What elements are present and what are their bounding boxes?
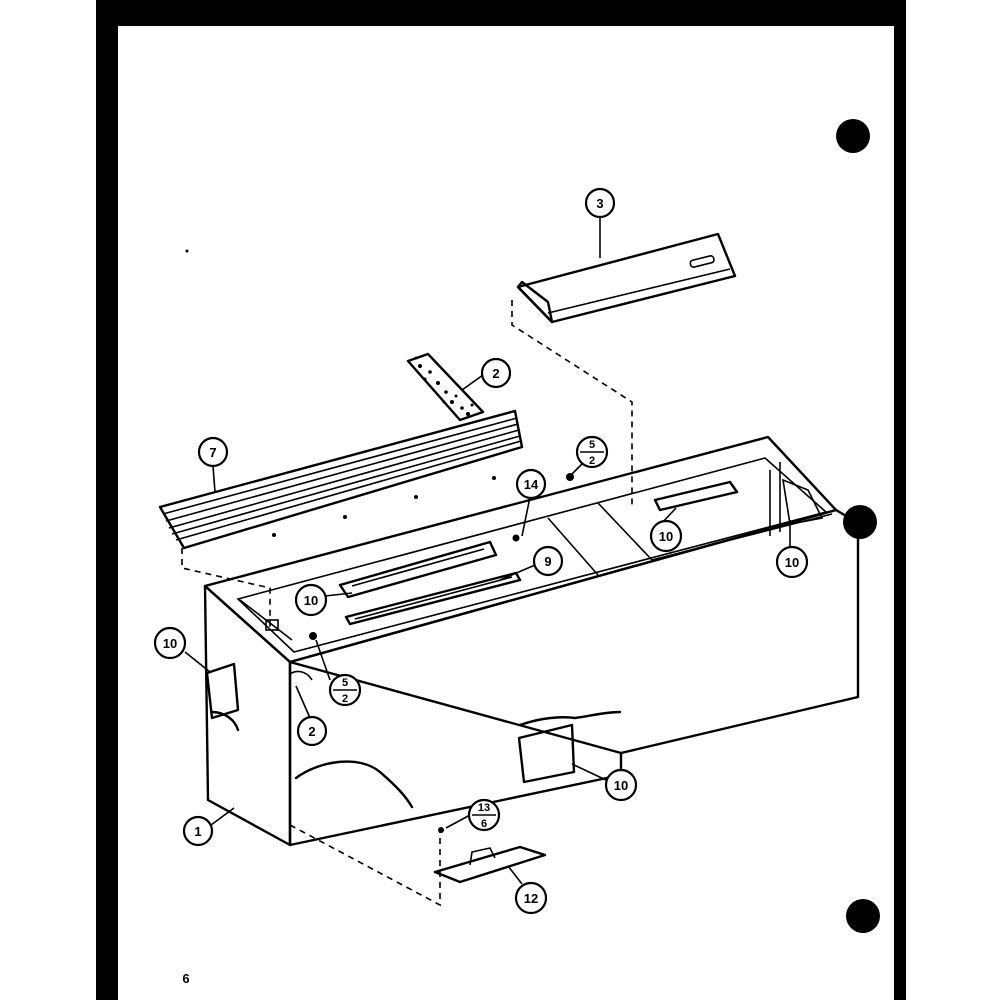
leader-lines (184, 216, 791, 885)
callout-2-left: 2 (296, 715, 328, 747)
callout-fraction-left: 5 2 (328, 673, 362, 707)
part-3-cover-panel (516, 232, 737, 324)
callout-10-bottom-label: 10 (614, 778, 628, 793)
fraction-left-den: 2 (342, 693, 348, 705)
screw-left (309, 632, 317, 640)
screw-14 (512, 534, 520, 542)
callout-1: 1 (182, 815, 214, 847)
scan-speck (185, 249, 189, 253)
callout-10-center: 10 (294, 583, 328, 617)
callout-10-left: 10 (153, 626, 187, 660)
fraction-left-num: 5 (342, 677, 348, 689)
callout-12: 12 (514, 881, 548, 915)
callout-14-label: 14 (524, 477, 539, 492)
callout-3-label: 3 (596, 196, 603, 211)
leader-part-12 (289, 824, 441, 907)
callout-2-top: 2 (480, 357, 512, 389)
fraction-top-den: 2 (589, 455, 595, 467)
callout-10-mid-label: 10 (659, 529, 673, 544)
callout-2-left-label: 2 (308, 724, 315, 739)
callout-10-mid: 10 (649, 519, 683, 553)
part-2-foam-strip (406, 352, 485, 422)
callout-12-label: 12 (524, 891, 538, 906)
callout-fraction-bottom: 13 6 (467, 798, 501, 832)
binder-hole-bottom (846, 899, 880, 933)
callout-9-label: 9 (544, 554, 551, 569)
screw-bottom (438, 827, 444, 833)
callout-1-label: 1 (194, 824, 201, 839)
fraction-top-num: 5 (589, 439, 595, 451)
callout-3: 3 (584, 187, 616, 219)
right-scan-border (894, 0, 906, 1000)
top-scan-border (96, 0, 904, 26)
callout-10-left-label: 10 (163, 636, 177, 651)
leader-part-3 (511, 300, 633, 505)
fraction-bottom-den: 6 (481, 818, 487, 830)
callout-2-top-label: 2 (492, 366, 499, 381)
callout-10-bottom: 10 (604, 768, 638, 802)
part-10-filter-front (517, 723, 576, 784)
callout-7-label: 7 (209, 445, 216, 460)
callout-9: 9 (532, 545, 564, 577)
part-12-bracket (433, 845, 547, 884)
part-9-strip (344, 571, 522, 626)
binder-hole-top (836, 119, 870, 153)
binder-hole-middle (843, 505, 877, 539)
callout-10-right: 10 (775, 545, 809, 579)
callout-10-right-label: 10 (785, 555, 799, 570)
part-10-filter-mid (653, 480, 739, 512)
callout-14: 14 (515, 468, 547, 500)
page-number: 6 (182, 971, 189, 986)
fraction-bottom-num: 13 (478, 802, 490, 814)
callout-7: 7 (197, 436, 229, 468)
left-scan-border (96, 0, 118, 1000)
part-7-grille (158, 409, 524, 550)
callout-10-center-label: 10 (304, 593, 318, 608)
part-10-filter-right (781, 478, 824, 525)
part-10-filter-side (205, 662, 240, 720)
callout-fraction-top: 5 2 (575, 435, 609, 469)
